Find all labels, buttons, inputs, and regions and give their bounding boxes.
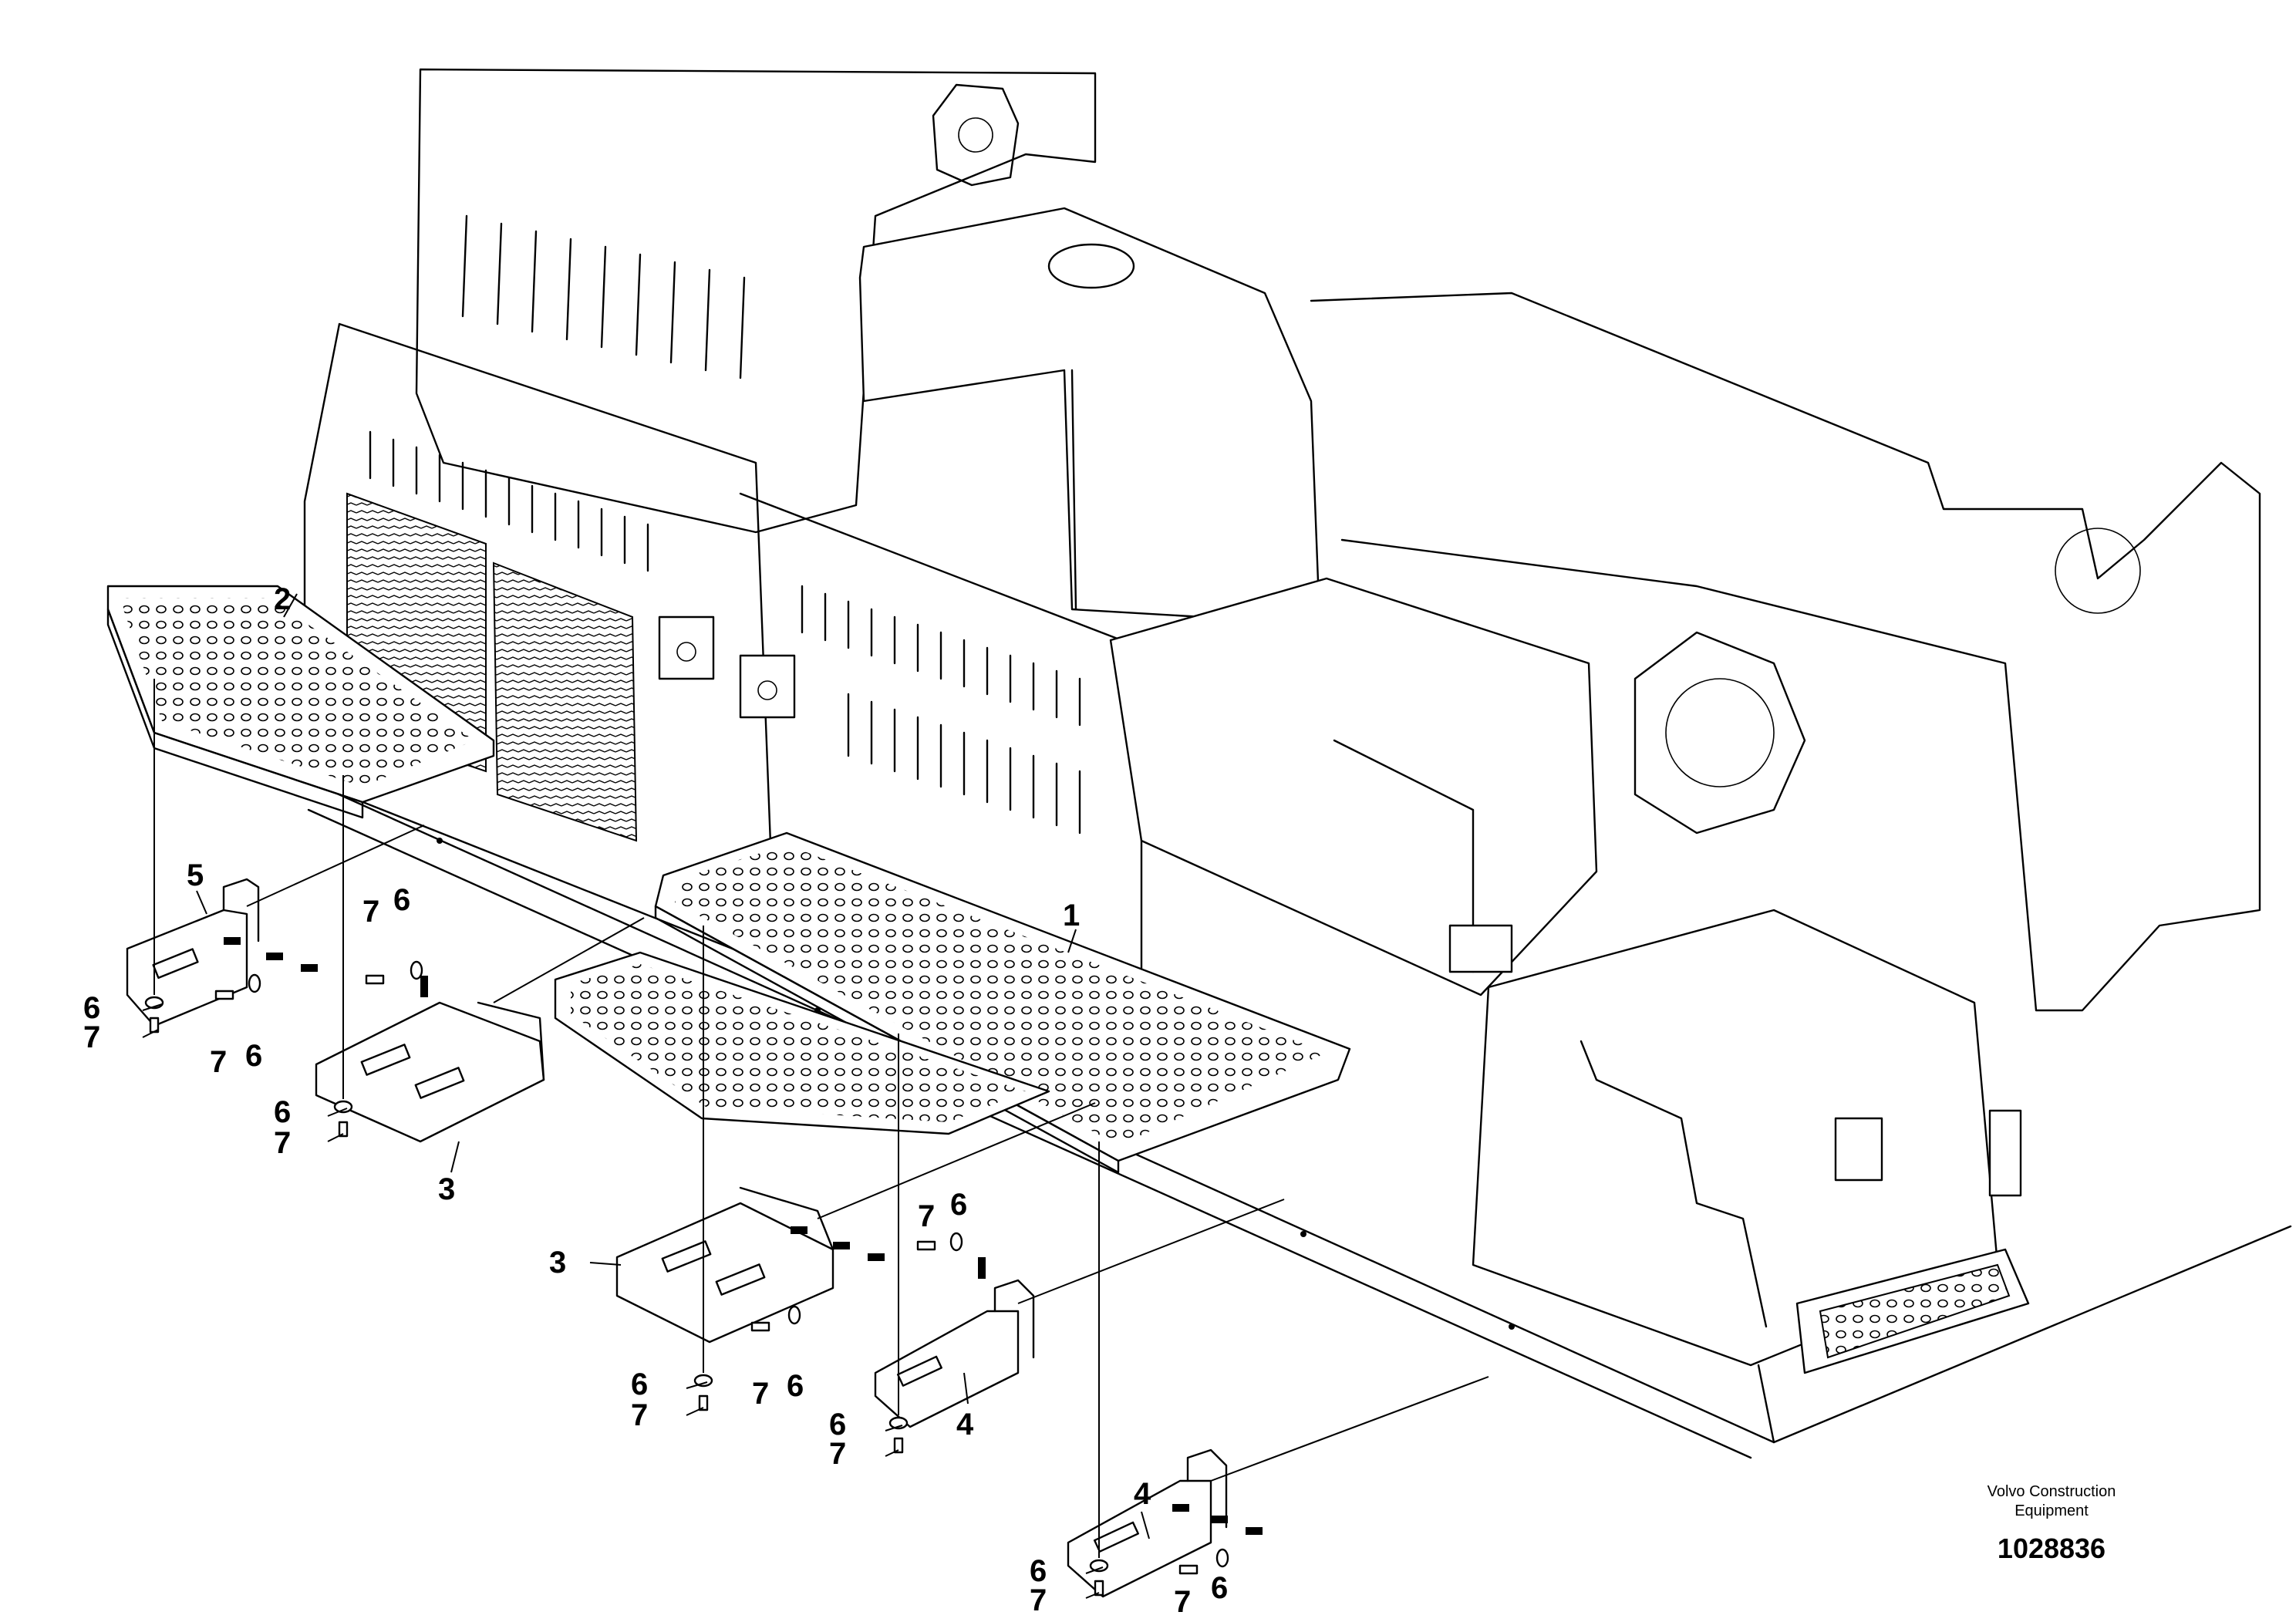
step-grating bbox=[554, 951, 1050, 1135]
callout-6: 6 bbox=[631, 1367, 648, 1401]
callout-6: 6 bbox=[393, 883, 410, 917]
callout-7: 7 bbox=[829, 1437, 846, 1471]
title-block: Volvo Construction Equipment 1028836 bbox=[1988, 1483, 2116, 1564]
callout-5: 5 bbox=[187, 858, 204, 892]
callout-2: 2 bbox=[274, 582, 291, 616]
callout-6: 6 bbox=[829, 1408, 846, 1442]
hardware bbox=[144, 937, 1263, 1597]
bracket-3-upper bbox=[315, 1001, 545, 1143]
callout-6: 6 bbox=[1211, 1571, 1228, 1605]
callout-7: 7 bbox=[362, 895, 379, 929]
callout-4-middle: 4 bbox=[956, 1408, 974, 1442]
callout-7: 7 bbox=[274, 1126, 291, 1160]
bracket-3-lower bbox=[615, 1186, 834, 1344]
callout-7: 7 bbox=[752, 1377, 769, 1411]
brand-line-1: Volvo Construction bbox=[1988, 1483, 2116, 1500]
brand-line-2: Equipment bbox=[2014, 1502, 2089, 1519]
callout-4-right: 4 bbox=[1134, 1477, 1151, 1511]
callout-6: 6 bbox=[83, 991, 100, 1025]
callout-7: 7 bbox=[83, 1020, 100, 1054]
machine-body bbox=[303, 68, 2292, 1459]
callout-6: 6 bbox=[787, 1369, 804, 1403]
callout-leaders bbox=[142, 593, 1150, 1599]
document-number: 1028836 bbox=[1998, 1533, 2106, 1564]
callout-7: 7 bbox=[210, 1045, 227, 1079]
callout-7: 7 bbox=[631, 1398, 648, 1432]
bracket-4-middle bbox=[874, 1279, 1035, 1428]
callout-3-lower: 3 bbox=[549, 1246, 566, 1280]
callout-6: 6 bbox=[274, 1095, 291, 1129]
callout-6: 6 bbox=[950, 1188, 967, 1222]
callout-6: 6 bbox=[245, 1039, 262, 1073]
callout-3-upper: 3 bbox=[438, 1172, 455, 1206]
step-plate-2 bbox=[106, 585, 495, 819]
callout-7: 7 bbox=[918, 1199, 935, 1233]
assembly-lines bbox=[153, 679, 1489, 1558]
callout-6: 6 bbox=[1030, 1554, 1047, 1588]
callout-7: 7 bbox=[1030, 1583, 1047, 1617]
bracket-4-right bbox=[1067, 1448, 1228, 1598]
callout-1: 1 bbox=[1063, 899, 1080, 932]
callout-labels: 1 2 3 3 4 4 5 6 7 7 6 7 6 6 7 7 6 7 6 6 … bbox=[83, 582, 1228, 1619]
callout-7: 7 bbox=[1174, 1585, 1191, 1619]
